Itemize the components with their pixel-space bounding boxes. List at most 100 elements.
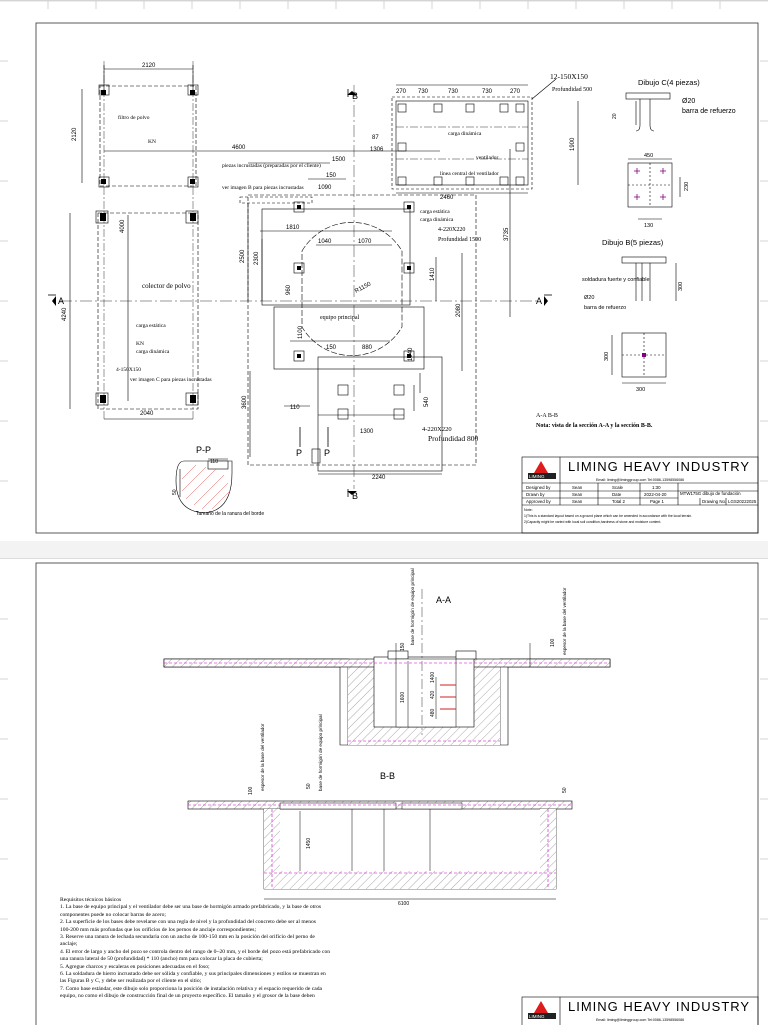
drawing-c-d130: 130 xyxy=(644,223,653,229)
tb-total-label: Total 2 xyxy=(612,499,625,504)
section-bb-title: B-B xyxy=(380,771,395,781)
drawing-b-rebar: Ø20 xyxy=(584,295,594,301)
label-carga-dinamica-fan: carga dinámica xyxy=(448,131,482,137)
dim-1810: 1810 xyxy=(286,225,300,231)
tb-drawing-no-label: Drawing No. xyxy=(702,499,726,504)
drawing-b-rebar-label: barra de refuerzo xyxy=(584,305,626,311)
requirement-line: anclaje; xyxy=(60,941,78,948)
tb-approved-label: Approved by xyxy=(526,499,551,504)
aa-label-base: base de hormigón de equipo principal xyxy=(410,568,415,645)
label-carga-dinamica-col: carga dinámica xyxy=(136,349,170,355)
title-block xyxy=(521,456,759,534)
requirement-line: 6. La soldadura de hierro incrustado deb… xyxy=(60,971,326,978)
requirement-line: 1. La base de equipo principal y el vent… xyxy=(60,904,322,911)
drawing-c-d230: 230 xyxy=(684,182,690,191)
aa-dim-150: 150 xyxy=(400,642,406,651)
section-bb xyxy=(187,800,573,900)
requirement-line: 2. La superficie de los bases debe revel… xyxy=(60,919,316,926)
dim-2040: 2040 xyxy=(140,411,154,417)
tb-approved-value: Sean xyxy=(572,499,583,504)
pp-dim-110: 110 xyxy=(210,459,218,465)
title-block-2 xyxy=(521,996,759,1025)
dim-3460: 2460 xyxy=(440,195,454,201)
label-profundidad-800: Profundidad 800 xyxy=(428,434,478,443)
label-4-220x220-bottom: 4-220X220 xyxy=(422,426,452,433)
tb-page-value: Page 1 xyxy=(650,499,664,504)
requirement-line: equipo, no como el dibujo de construcció… xyxy=(60,993,315,1000)
label-carga-estatica-main: carga estática xyxy=(420,209,450,215)
aa-dim-100: 100 xyxy=(550,638,556,647)
drawing-b-d300a: 300 xyxy=(678,282,684,291)
requirement-line: componentes puede no colocar barras de a… xyxy=(60,911,166,918)
dim-270: 270 xyxy=(396,89,407,95)
bb-label-base: base de hormigón de equipo principal xyxy=(318,714,323,791)
drawing-b-d300b: 300 xyxy=(604,352,610,361)
label-linea-central: línea central del ventilador xyxy=(440,171,499,177)
aa-dim-1400: 1400 xyxy=(430,672,436,683)
drawing-b-d300c: 300 xyxy=(636,387,645,393)
pp-dim-50: 50 xyxy=(172,489,178,495)
label-carga-estatica-col: carga estática xyxy=(136,323,166,329)
label-colector: colector de polvo xyxy=(142,282,191,290)
dim-2240: 2240 xyxy=(372,475,386,481)
label-ver-imagen-b: ver imagen B para piezas incrustadas xyxy=(222,185,304,191)
tb-note1: 1)This is a standard layout based on a g… xyxy=(524,514,692,518)
dim-1100: 1100 xyxy=(298,325,304,339)
company-contact-2: Email: liming@liminggroup.com Tel:0086-1… xyxy=(596,1018,684,1022)
section-aa xyxy=(163,589,611,746)
drawing-b-title: Dibujo B(5 piezas) xyxy=(602,238,664,247)
requirement-line: 7. Como base estándar, este dibujo solo … xyxy=(60,985,322,992)
technical-requirements: Requisitos técnicos básicos 1. La base d… xyxy=(60,897,470,1001)
drawing-c-d450: 450 xyxy=(644,153,653,159)
aa-dim-480: 480 xyxy=(430,708,436,717)
logo-text: LIMING xyxy=(529,474,545,479)
aa-label-espesor: espesor de la base del ventilador xyxy=(562,587,567,655)
dim-150: 150 xyxy=(326,173,337,179)
requirement-line: una ranura lateral de 50 (profundidad) *… xyxy=(60,956,263,963)
section-aa-title: A-A xyxy=(436,595,451,605)
dim-2120-left: 2120 xyxy=(72,127,78,141)
dim-4240: 4240 xyxy=(62,307,68,321)
tb-date-value: 2022-04-20 xyxy=(644,492,667,497)
label-carga-dinamica-main: carga dinámica xyxy=(420,217,454,223)
tb-drawn-value: Sean xyxy=(572,492,583,497)
tb-note2: 2)Capacity might be varied with local so… xyxy=(524,520,661,524)
tb-designed-value: Sean xyxy=(572,485,583,490)
aa-dim-420: 420 xyxy=(430,690,436,699)
dim-4600: 4600 xyxy=(232,145,246,151)
dim-1306: 1306 xyxy=(370,147,384,153)
label-kn-1: KN xyxy=(136,341,144,347)
dim-960: 960 xyxy=(286,284,292,295)
bb-dim-6100: 6100 xyxy=(398,901,409,907)
dim-1940: 1940 xyxy=(408,347,414,361)
drawing-c-rebar: Ø20 xyxy=(682,98,695,105)
section-mark-a-left: A xyxy=(58,296,64,306)
bb-label-espesor: espesor de la base del ventilador xyxy=(260,723,265,791)
liming-logo: LIMING xyxy=(528,461,556,479)
tb-drawing-no: LGS20222025 xyxy=(728,499,757,504)
requirements-title: Requisitos técnicos básicos xyxy=(60,897,122,903)
dim-1040: 1040 xyxy=(318,239,332,245)
pp-section-title: P-P xyxy=(196,445,211,455)
dim-730c: 730 xyxy=(482,89,493,95)
requirement-line: 100-200 mm más profundas que los orifici… xyxy=(60,926,257,933)
company-contact: Email: liming@liminggroup.com Tel:0086-1… xyxy=(596,478,684,482)
requirement-line: 3. Reserve una ranura de lechada secunda… xyxy=(60,934,315,941)
dim-1300: 1300 xyxy=(360,429,374,435)
company-name-2: LIMING HEAVY INDUSTRY xyxy=(568,999,750,1014)
label-profundidad-1500: Profundidad 1500 xyxy=(438,236,481,243)
label-ver-imagen-c: ver imagen C para piezas incrustadas xyxy=(130,377,212,383)
bb-dim-100: 100 xyxy=(248,786,254,795)
section-mark-p-left: P xyxy=(296,448,302,458)
dim-2120-top: 2120 xyxy=(142,63,156,69)
dim-2500: 2500 xyxy=(240,249,246,263)
dim-270b: 270 xyxy=(510,89,521,95)
tb-note-label: Note: xyxy=(524,508,533,512)
dim-110: 110 xyxy=(290,405,300,411)
dim-1090: 1090 xyxy=(318,185,332,191)
note-sections-line1: A-A B-B xyxy=(536,413,558,419)
drawing-c-rebar-label: barra de refuerzo xyxy=(682,108,736,115)
dim-1900: 1900 xyxy=(570,137,576,151)
dim-3600: 3600 xyxy=(242,395,248,409)
label-filtro-polvo: filtro de polvo xyxy=(118,114,150,121)
